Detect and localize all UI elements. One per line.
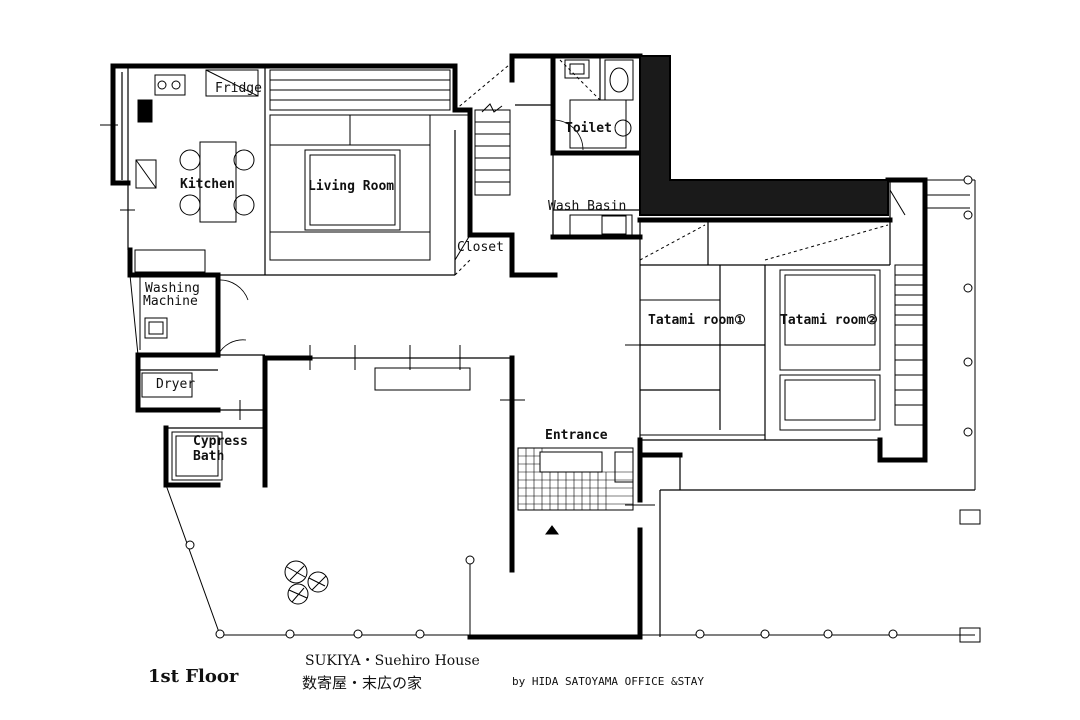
cypress-bath-label-line1: Cypress [193, 434, 248, 449]
exterior-walls [110, 53, 928, 640]
dryer-label: Dryer [156, 377, 196, 392]
wash-basin-label: Wash Basin [548, 199, 627, 214]
entrance-area [374, 367, 634, 535]
tree-symbol [284, 560, 329, 605]
toilet-label: Toilet [565, 121, 612, 136]
living-room-tatami [269, 69, 470, 261]
credit-line: by HIDA SATOYAMA OFFICE &STAY [512, 675, 705, 688]
washing-machine-label-line2: Machine [143, 294, 198, 309]
utility-fixtures [129, 274, 249, 481]
living-room-label: Living Room [308, 179, 395, 194]
washing-machine-label-line1: Washing [145, 281, 200, 296]
interior-partitions [121, 56, 975, 637]
entrance-label: Entrance [545, 428, 608, 443]
fridge-label: Fridge [215, 81, 262, 96]
tatami-rooms [640, 189, 924, 436]
house-name-japanese: 数寄屋・末広の家 [302, 674, 423, 692]
toilet-fixtures [552, 59, 634, 238]
structural-block [639, 55, 889, 216]
window-marks [100, 124, 655, 506]
closet-lines [454, 224, 889, 276]
cypress-bath-label-line2: Bath [193, 449, 225, 464]
closet-label: Closet [457, 240, 504, 255]
kitchen-label: Kitchen [180, 177, 235, 192]
floor-title: 1st Floor [148, 666, 239, 687]
kitchen-fixtures [134, 69, 259, 273]
tatami-room-2-label: Tatami room② [780, 313, 878, 328]
garden-outline [165, 175, 981, 643]
house-name-english: SUKIYA・Suehiro House [305, 653, 480, 669]
tatami-room-1-label: Tatami room① [648, 313, 746, 328]
staircase [454, 59, 516, 196]
